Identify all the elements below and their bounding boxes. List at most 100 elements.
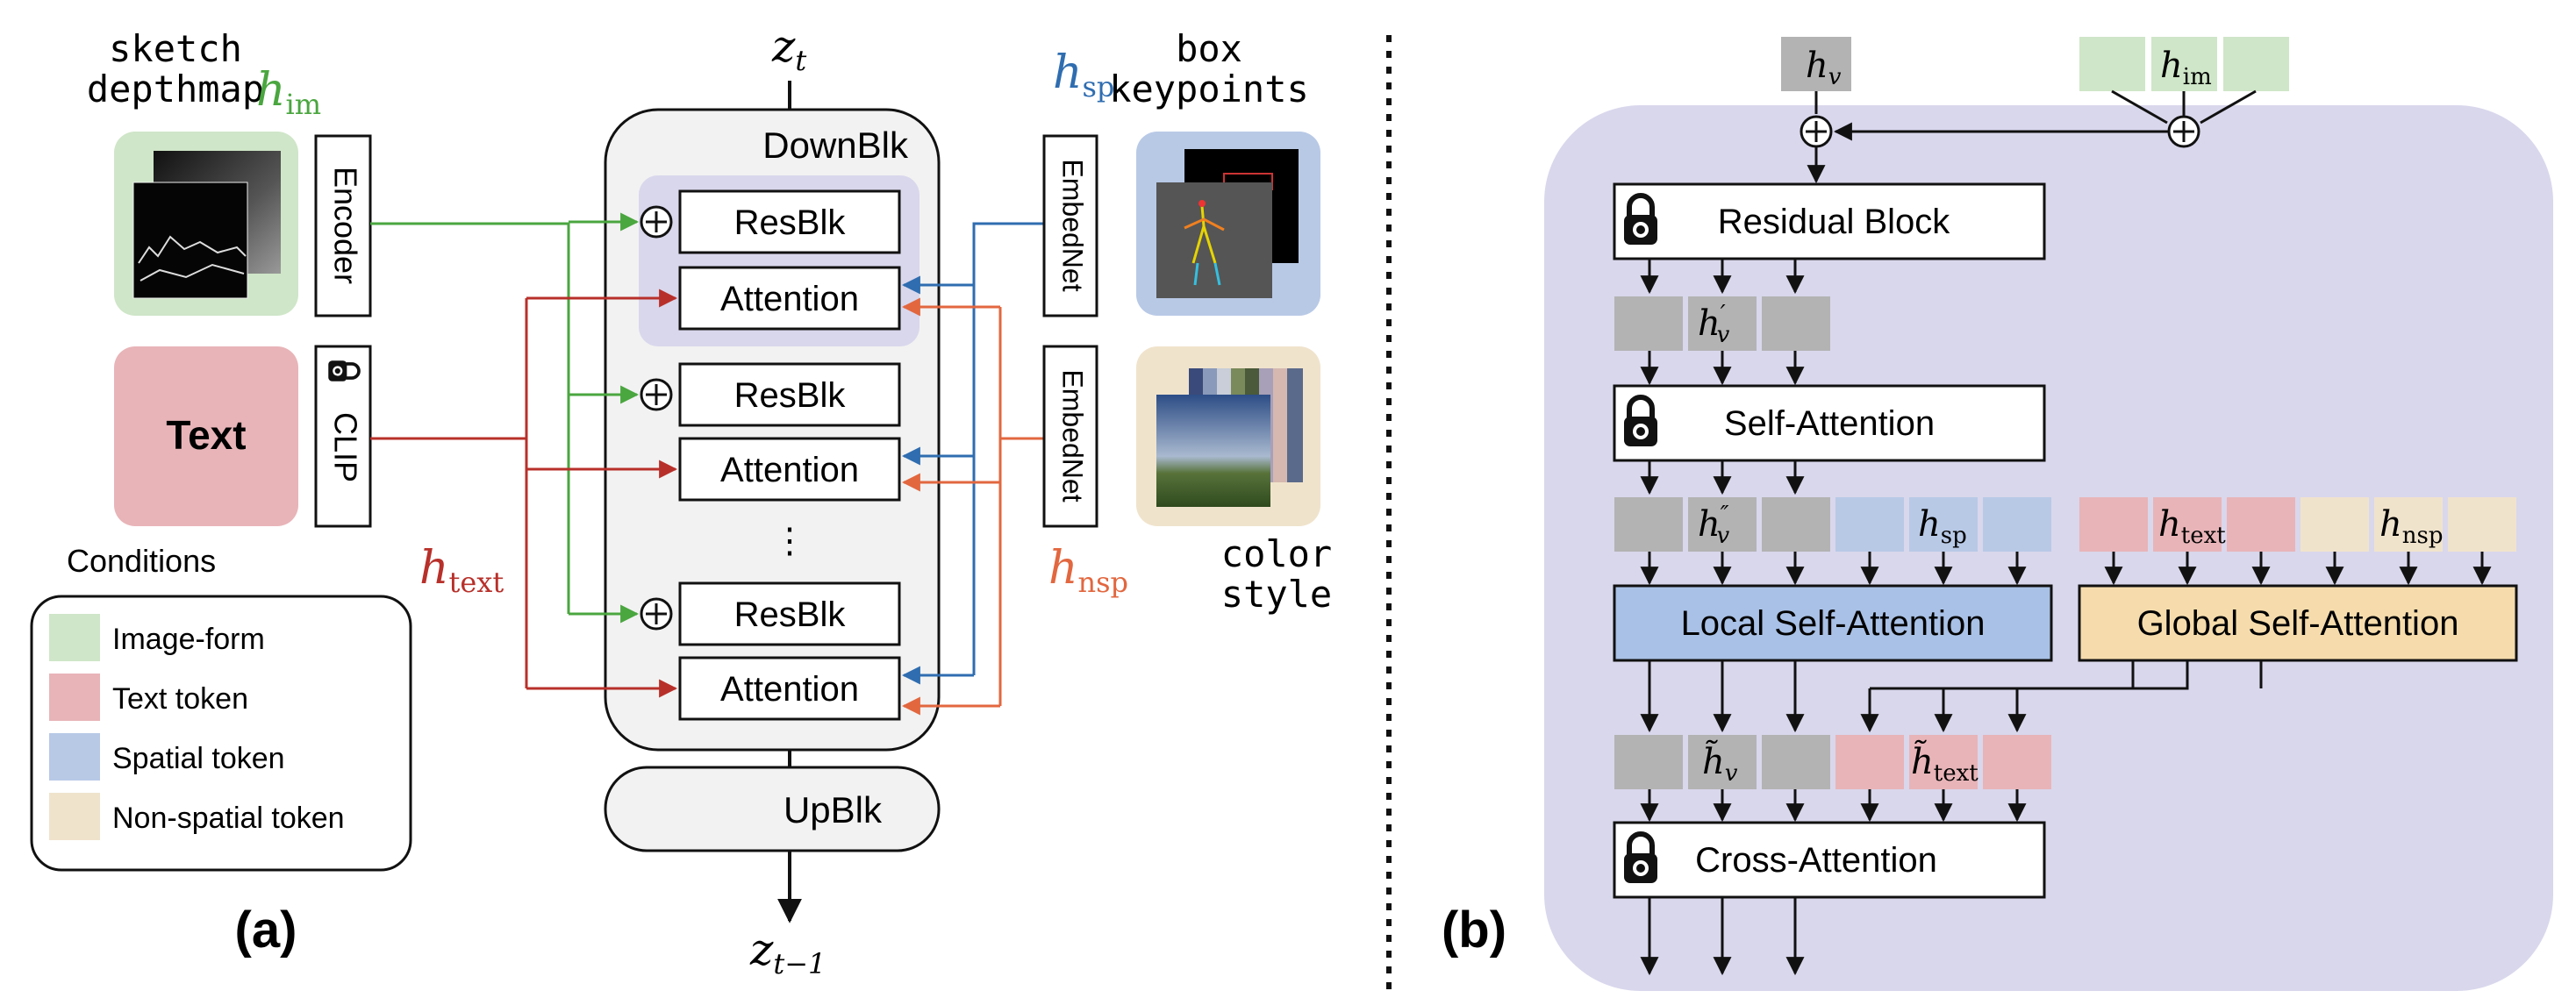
keypoints-thumbnail <box>1156 182 1272 298</box>
embednet-nonspatial-box <box>1042 345 1098 528</box>
h-text-tilde-label: h̃text <box>1911 739 1979 787</box>
legend-swatch <box>49 793 100 840</box>
h-sp-token-3 <box>1983 497 2051 552</box>
hv-dprime-token-1 <box>1614 497 1683 552</box>
local-self-attention-block <box>1613 584 2053 662</box>
encoder-box <box>314 134 372 317</box>
hv-prime-token-3 <box>1762 296 1830 351</box>
h-im-label-b: him <box>2160 46 2212 90</box>
keypoints-label: keypoints <box>1109 68 1309 110</box>
self-attention-block <box>1613 384 2046 462</box>
legend-label: Spatial token <box>112 742 285 775</box>
h-im-token-1 <box>2079 37 2145 91</box>
upblk-container <box>604 766 941 852</box>
h-text-token-2 <box>2153 497 2222 552</box>
plus-circle-hv <box>1800 115 1833 148</box>
h-text-token-3 <box>2227 497 2295 552</box>
style-label: style <box>1221 573 1332 616</box>
cross-attention-block <box>1613 821 2046 899</box>
embednet-spatial-label: EmbedNet <box>1057 159 1089 291</box>
conditions-title: Conditions <box>67 543 216 579</box>
attention-2: Attention <box>678 437 901 502</box>
residual-block-label: Residual Block <box>1718 203 1951 241</box>
h-v-label: hv <box>1806 46 1842 90</box>
sketch-thumbnail <box>132 182 248 299</box>
conditions-legend <box>30 595 412 872</box>
cross-attention-label: Cross-Attention <box>1695 841 1937 880</box>
h-text-tilde-token-1 <box>1835 735 1904 789</box>
legend-label: Non-spatial token <box>112 802 345 835</box>
hv-tilde-token-1 <box>1614 735 1683 789</box>
sketch-label: sketch <box>109 27 242 70</box>
svg-text:Attention: Attention <box>720 670 859 709</box>
hv-dprime-token-2 <box>1688 497 1757 552</box>
h-v-token <box>1781 37 1851 91</box>
h-sp-label-a: hsp <box>1053 46 1114 103</box>
panel-b: hv him Residual Block h′v <box>1442 37 2553 991</box>
embednet-nonspatial-label: EmbedNet <box>1057 369 1089 502</box>
legend-swatch <box>49 733 100 781</box>
depthmap-label: depthmap <box>87 68 264 110</box>
downblk-label: DownBlk <box>762 125 909 166</box>
clip-label: CLIP <box>327 412 363 482</box>
self-attention-label: Self-Attention <box>1724 404 1935 443</box>
legend-swatch <box>49 614 100 661</box>
residual-block <box>1613 182 2046 260</box>
h-text-tilde-token-3 <box>1983 735 2051 789</box>
resblk-3: ResBlk <box>678 581 901 646</box>
h-im-token-3 <box>2223 37 2289 91</box>
resblk-2: ResBlk <box>678 362 901 427</box>
hv-prime-token-1 <box>1614 296 1683 351</box>
h-sp-token-2 <box>1909 497 1978 552</box>
h-nsp-label-a: hnsp <box>1048 542 1128 599</box>
h-nsp-token-1 <box>2301 497 2369 552</box>
arrows-attention-to-tilde <box>1640 660 2263 733</box>
global-self-attention-label: Global Self-Attention <box>2137 604 2459 643</box>
panel-b-caption: (b) <box>1442 902 1506 959</box>
resblk-1: ResBlk <box>678 189 901 254</box>
h-nsp-label-b: hnsp <box>2379 504 2444 549</box>
arrows-residual-to-hvprime <box>1640 259 1805 295</box>
arrows-tilde-to-crossattn <box>1640 789 2027 823</box>
h-text-tilde-token-2 <box>1909 735 1978 789</box>
sketch-lines <box>138 235 247 282</box>
legend-label: Image-form <box>112 623 265 656</box>
h-im-merge-lines <box>2111 89 2257 125</box>
arrows-crossattn-output <box>1640 897 1805 976</box>
attention-3: Attention <box>678 656 901 721</box>
legend-label: Text token <box>112 682 248 716</box>
h-text-token-1 <box>2079 497 2148 552</box>
panel-a-caption: (a) <box>235 902 297 959</box>
hv-dprime-label: h″v <box>1698 502 1729 549</box>
z-t-label: zt <box>771 21 806 77</box>
svg-text:ResBlk: ResBlk <box>734 595 847 634</box>
legend-swatch <box>49 674 100 721</box>
local-self-attention-label: Local Self-Attention <box>1681 604 1986 643</box>
h-im-label-a: him <box>256 64 321 121</box>
h-im-token-2 <box>2151 37 2217 91</box>
h-nsp-token-3 <box>2448 497 2516 552</box>
hv-tilde-label: h̃v <box>1702 739 1738 787</box>
h-sp-label-b: hsp <box>1918 504 1967 549</box>
h-text-label-b: htext <box>2158 504 2226 549</box>
attention-1: Attention <box>678 266 901 331</box>
global-self-attention-block <box>2078 584 2518 662</box>
embednet-spatial-box <box>1042 134 1098 317</box>
box-label: box <box>1176 27 1242 70</box>
text-tile-label: Text <box>166 412 246 458</box>
arrows-tokens-to-attention <box>1640 552 2492 586</box>
svg-text:ResBlk: ResBlk <box>734 203 847 242</box>
nonspatial-arrows <box>901 297 1044 716</box>
h-text-label-a: htext <box>419 542 504 599</box>
ellipsis: ⋮ <box>772 522 807 560</box>
hv-prime-label: h′v <box>1698 301 1730 348</box>
hv-tilde-token-2 <box>1688 735 1757 789</box>
image-form-arrows <box>370 212 640 624</box>
svg-text:Attention: Attention <box>720 451 859 489</box>
text-arrows <box>370 289 678 698</box>
text-tile <box>114 346 298 526</box>
z-t-1-label: zt−1 <box>749 924 826 980</box>
arrows-selfattn-to-hvdprime <box>1640 460 1805 495</box>
